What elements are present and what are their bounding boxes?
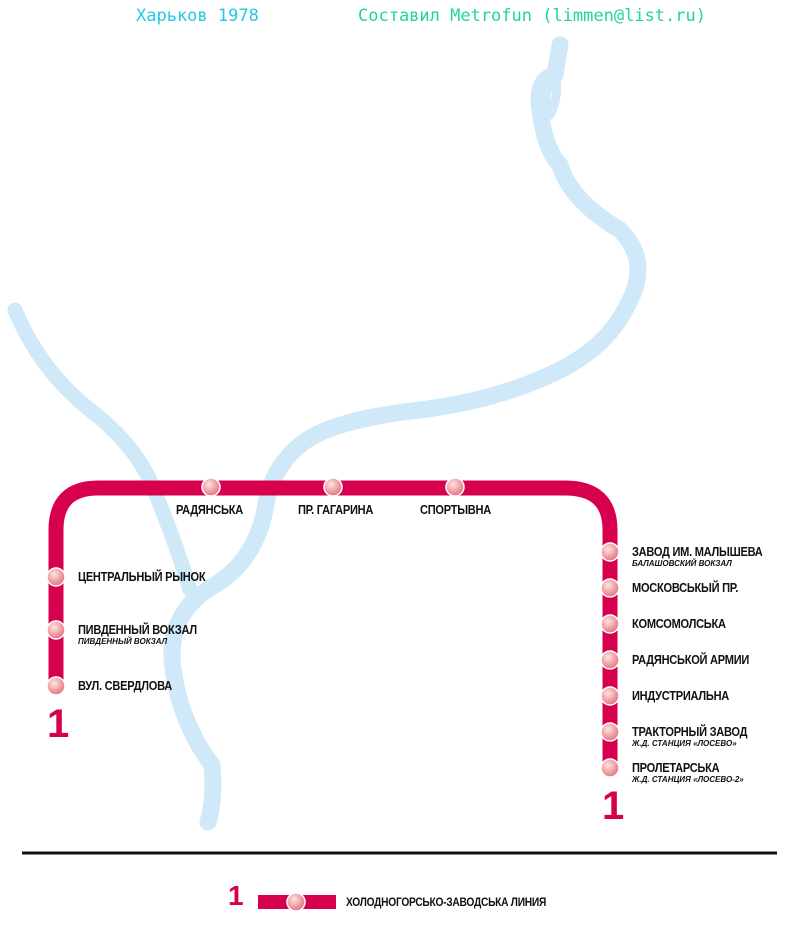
- station-label: ПИВДЕННЫЙ ВОКЗАЛ: [78, 622, 197, 637]
- station-marker[interactable]: [600, 758, 620, 778]
- station-sublabel: ПИВДЕННЫЙ ВОКЗАЛ: [78, 637, 168, 646]
- station-label: РАДЯНСЬКА: [176, 502, 243, 517]
- station-label: РАДЯНСЬКОЙ АРМИИ: [632, 652, 750, 667]
- line-number-left: 1: [47, 702, 70, 746]
- rivers: [7, 36, 647, 831]
- station-label: ВУЛ. СВЕРДЛОВА: [78, 678, 172, 693]
- station-marker[interactable]: [600, 722, 620, 742]
- station-marker[interactable]: [600, 686, 620, 706]
- station-marker[interactable]: [600, 650, 620, 670]
- station-label: ЦЕНТРАЛЬНЫЙ РЫНОК: [78, 569, 206, 584]
- station-marker[interactable]: [46, 567, 66, 587]
- map-title: Харьков 1978: [136, 6, 259, 26]
- station-sublabel: БАЛАШОВСКИЙ ВОКЗАЛ: [632, 559, 732, 568]
- station-marker[interactable]: [600, 542, 620, 562]
- station-marker[interactable]: [201, 477, 221, 497]
- map-credit: Составил Metrofun (limmen@list.ru): [358, 6, 706, 26]
- station-label: ЗАВОД ИМ. МАЛЫШЕВА: [632, 544, 763, 559]
- line-number-right: 1: [602, 784, 625, 828]
- station-label: ИНДУСТРИАЛЬНА: [632, 688, 730, 703]
- legend-station-marker: [286, 892, 306, 912]
- legend-line-number: 1: [228, 880, 244, 911]
- station-markers: [46, 477, 620, 778]
- station-marker[interactable]: [46, 676, 66, 696]
- station-marker[interactable]: [445, 477, 465, 497]
- station-marker[interactable]: [323, 477, 343, 497]
- station-label: ПР. ГАГАРИНА: [298, 502, 374, 517]
- river-left: [7, 302, 198, 598]
- station-marker[interactable]: [46, 620, 66, 640]
- legend-line-name: ХОЛОДНОГОРСЬКО-ЗАВОДСЬКА ЛИНИЯ: [346, 895, 547, 909]
- river-loop: [541, 70, 562, 120]
- station-label: СПОРТЫВНА: [420, 502, 491, 517]
- station-sublabel: Ж.Д. СТАНЦИЯ «ЛОСЕВО»: [632, 739, 737, 748]
- station-sublabel: Ж.Д. СТАНЦИЯ «ЛОСЕВО-2»: [632, 775, 744, 784]
- station-label: КОМСОМОЛСЬКА: [632, 616, 726, 631]
- station-label: ПРОЛЕТАРСЬКА: [632, 760, 720, 775]
- station-marker[interactable]: [600, 614, 620, 634]
- station-marker[interactable]: [600, 578, 620, 598]
- station-label: ТРАКТОРНЫЙ ЗАВОД: [632, 724, 748, 739]
- river-main: [163, 36, 647, 831]
- station-label: МОСКОВСЬКЫЙ ПР.: [632, 580, 739, 595]
